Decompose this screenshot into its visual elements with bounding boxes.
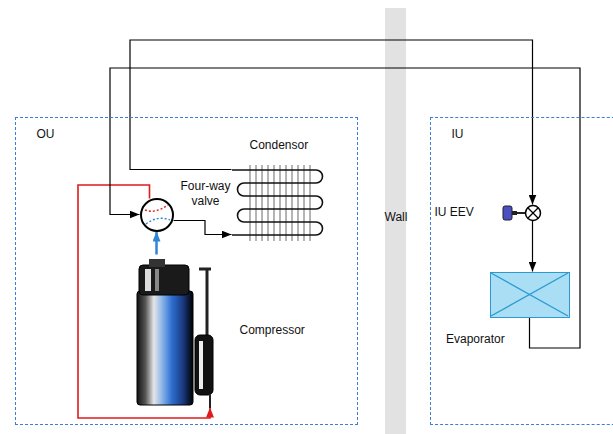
wall: Wall — [376, 0, 416, 434]
condenser-coil: Condensor — [232, 162, 327, 246]
compressor-cap — [139, 265, 189, 295]
accumulator-highlight — [199, 341, 203, 389]
pipe-connector — [532, 221, 533, 272]
four-way-valve: Four-way valve — [140, 198, 174, 232]
indoor-unit-box: IU IU EEV Evaporator — [430, 117, 613, 425]
evaporator-drawing — [491, 273, 568, 316]
condenser-fin — [285, 165, 286, 241]
node-label: Four-way valve — [176, 179, 236, 209]
valve-stem — [517, 212, 525, 214]
condenser-bend — [316, 222, 323, 235]
valve-cross — [528, 208, 538, 218]
condenser-fin — [279, 165, 280, 241]
condenser-fin — [249, 165, 250, 241]
condenser-bend — [237, 183, 244, 196]
valve-port-blue — [146, 218, 170, 224]
condenser-fin — [303, 165, 304, 241]
node-label: Condensor — [250, 138, 309, 153]
node-label: Evaporator — [446, 332, 505, 347]
compressor-pipe — [205, 269, 208, 337]
evaporator-cross — [491, 273, 568, 316]
condenser-bend — [316, 170, 323, 183]
valve-actuator — [503, 206, 512, 220]
accumulator — [195, 335, 213, 395]
condenser-coil-drawing — [232, 162, 327, 246]
evaporator-cross — [491, 273, 568, 316]
condenser-fin — [261, 165, 262, 241]
condenser-fin — [255, 165, 256, 241]
valve-body — [141, 199, 173, 231]
valve-actuator — [512, 211, 517, 215]
condenser-tube — [244, 208, 316, 210]
compressor-drawing — [125, 255, 220, 408]
four-way-valve-drawing — [140, 198, 174, 232]
valve-cross — [528, 208, 538, 218]
node-label: OU — [37, 127, 55, 142]
node-label: Wall — [376, 210, 416, 225]
condenser-tube — [244, 182, 316, 184]
accumulator-pipe — [209, 395, 211, 408]
condenser-tube — [244, 221, 316, 223]
condenser-fin — [297, 165, 298, 241]
compressor: Compressor — [125, 255, 220, 408]
compressor-highlight — [155, 269, 159, 291]
expansion-valve-drawing — [525, 205, 541, 221]
condenser-fin — [267, 165, 268, 241]
condenser-bend — [316, 196, 323, 209]
valve-port-red — [145, 205, 168, 211]
compressor-shell — [137, 291, 193, 405]
pipe-connector — [155, 232, 158, 255]
compressor-top — [149, 259, 165, 267]
valve-body — [525, 205, 540, 220]
node-label: IU — [452, 127, 464, 142]
expansion-valve: IU EEV — [525, 205, 541, 221]
outdoor-unit-box: OUCondensorFour-way valveCompressor — [15, 117, 358, 425]
condenser-tube — [232, 234, 316, 236]
condenser-bend — [237, 209, 243, 222]
condenser-fin — [291, 165, 292, 241]
evaporator: Evaporator — [490, 272, 570, 318]
condenser-fin — [273, 165, 274, 241]
node-label: Compressor — [240, 323, 305, 338]
condenser-fin — [309, 165, 310, 241]
pipe-connector — [174, 221, 232, 235]
compressor-highlight — [145, 269, 151, 291]
condenser-tube — [232, 169, 316, 171]
node-label: IU EEV — [435, 205, 474, 220]
condenser-tube — [244, 195, 316, 197]
compressor-pipe — [199, 267, 211, 270]
